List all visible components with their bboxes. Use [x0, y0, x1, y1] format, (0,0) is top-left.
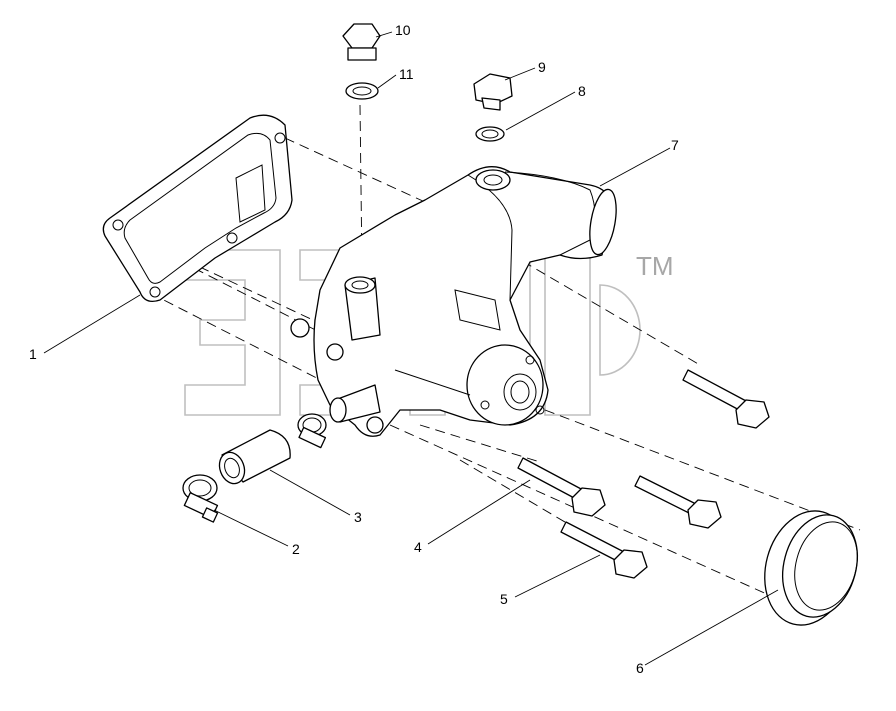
callout-7: 7 — [671, 137, 679, 153]
bolt-part-4 — [517, 457, 722, 529]
callout-4: 4 — [414, 539, 422, 555]
callout-9: 9 — [538, 59, 546, 75]
callout-10: 10 — [395, 22, 411, 38]
callout-2: 2 — [292, 541, 300, 557]
callout-11: 11 — [399, 66, 414, 82]
callout-8: 8 — [578, 83, 586, 99]
callout-6: 6 — [636, 660, 644, 676]
leader-lines — [43, 31, 779, 666]
hose-part — [218, 429, 291, 485]
callout-3: 3 — [354, 509, 362, 525]
bolt-part-5 — [560, 369, 770, 579]
hose-clamp-part — [182, 413, 327, 523]
water-pump-housing — [290, 166, 617, 437]
callout-1: 1 — [29, 346, 37, 362]
seal-ring-part — [764, 510, 858, 626]
washer-parts — [345, 82, 505, 142]
trademark-mark: TM — [636, 251, 674, 281]
callout-5: 5 — [500, 591, 508, 607]
plug-parts — [342, 23, 513, 111]
callout-labels: 1 2 3 4 5 6 7 8 9 10 11 — [29, 22, 679, 676]
gasket-part — [102, 114, 293, 303]
